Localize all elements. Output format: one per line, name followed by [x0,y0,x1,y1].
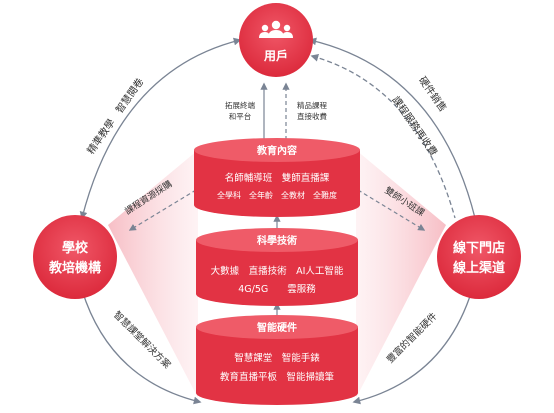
tier-hardware-line2: 教育直播平板 智能掃讀筆 [220,371,335,383]
edge-center-right-2: 直接收費 [297,111,327,121]
arc-right-top-inner [310,53,456,219]
edge-center-right-1: 精品課程 [297,100,327,110]
left-fan [108,150,198,398]
node-channel-line2: 線上渠道 [453,260,505,276]
people-group-icon [259,20,293,38]
tier-tech-title: 科學技術 [257,234,297,247]
node-school-line1: 學校 [62,240,89,256]
tier-tech: 科學技術 大數據 直播技術 AI人工智能 4G/5G 雲服務 [196,228,358,306]
arc-left-bottom [80,288,202,405]
arc-left-top [79,37,242,220]
tier-tech-line2: 4G/5G 雲服務 [238,283,316,295]
tier-tech-line1: 大數據 直播技術 AI人工智能 [211,265,344,277]
arrow-content-to-school [128,189,197,231]
tier-hardware-title: 智能硬件 [257,321,297,334]
arrow-content-to-channel [357,189,426,231]
node-school-line2: 教培機構 [48,260,101,276]
tier-hardware: 智能硬件 智慧課堂 智能手錶 教育直播平板 智能掃讀筆 [196,315,358,405]
tier-content-title: 教育內容 [256,144,297,157]
edge-left-top: 精準教學 智慧閱卷 [84,75,146,156]
tier-content: 教育內容 名師輔導班 雙師直播課 全學科 全年齡 全教材 全難度 [194,138,360,217]
edge-center-left-2: 和平台 [229,111,252,121]
tier-content-line1: 名師輔導班 雙師直播課 [225,172,330,184]
right-fan [356,150,446,398]
node-channel: 線下門店 線上渠道 [437,215,521,299]
arc-right-bottom [352,288,474,405]
arc-right-top-outer [308,37,476,219]
node-school: 學校 教培機構 [33,215,117,299]
node-channel-line1: 線下門店 [453,240,505,256]
tier-content-line2: 全學科 全年齡 全教材 全難度 [217,190,337,200]
node-user: 用戶 [239,3,313,77]
edge-center-left-1: 拓展終端 [225,100,255,110]
tier-hardware-line1: 智慧課堂 智能手錶 [234,352,320,364]
node-user-label: 用戶 [263,48,288,63]
edge-right-top-outer: 硬件銷售 [416,74,450,114]
